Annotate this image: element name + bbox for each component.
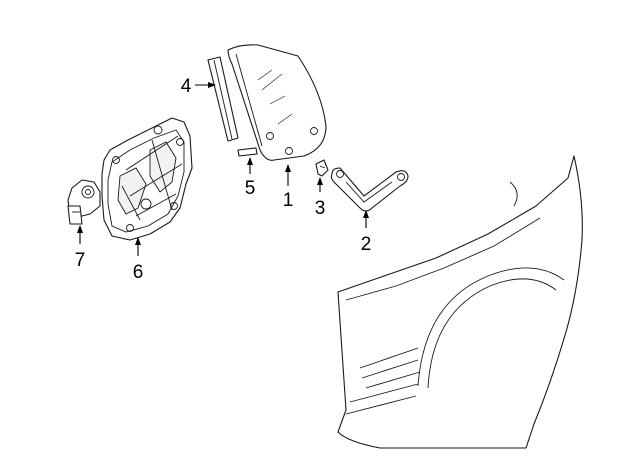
callout-3: 3 bbox=[315, 198, 326, 219]
callout-4: 4 bbox=[181, 76, 192, 97]
run-channel-part bbox=[207, 56, 239, 142]
callout-6: 6 bbox=[133, 262, 144, 283]
motor-part bbox=[67, 179, 101, 225]
quarter-panel-part bbox=[337, 155, 583, 449]
bracket-part bbox=[315, 159, 329, 177]
callout-2: 2 bbox=[361, 234, 372, 255]
clip-part bbox=[237, 147, 258, 157]
regulator-part bbox=[101, 117, 193, 241]
door-glass-part bbox=[227, 44, 327, 161]
guide-part bbox=[330, 167, 409, 212]
callout-1: 1 bbox=[283, 190, 294, 211]
callout-5: 5 bbox=[245, 178, 256, 199]
callout-labels: 1 2 3 4 5 6 7 bbox=[75, 76, 372, 283]
callout-7: 7 bbox=[75, 250, 86, 271]
leader-lines bbox=[77, 82, 369, 256]
